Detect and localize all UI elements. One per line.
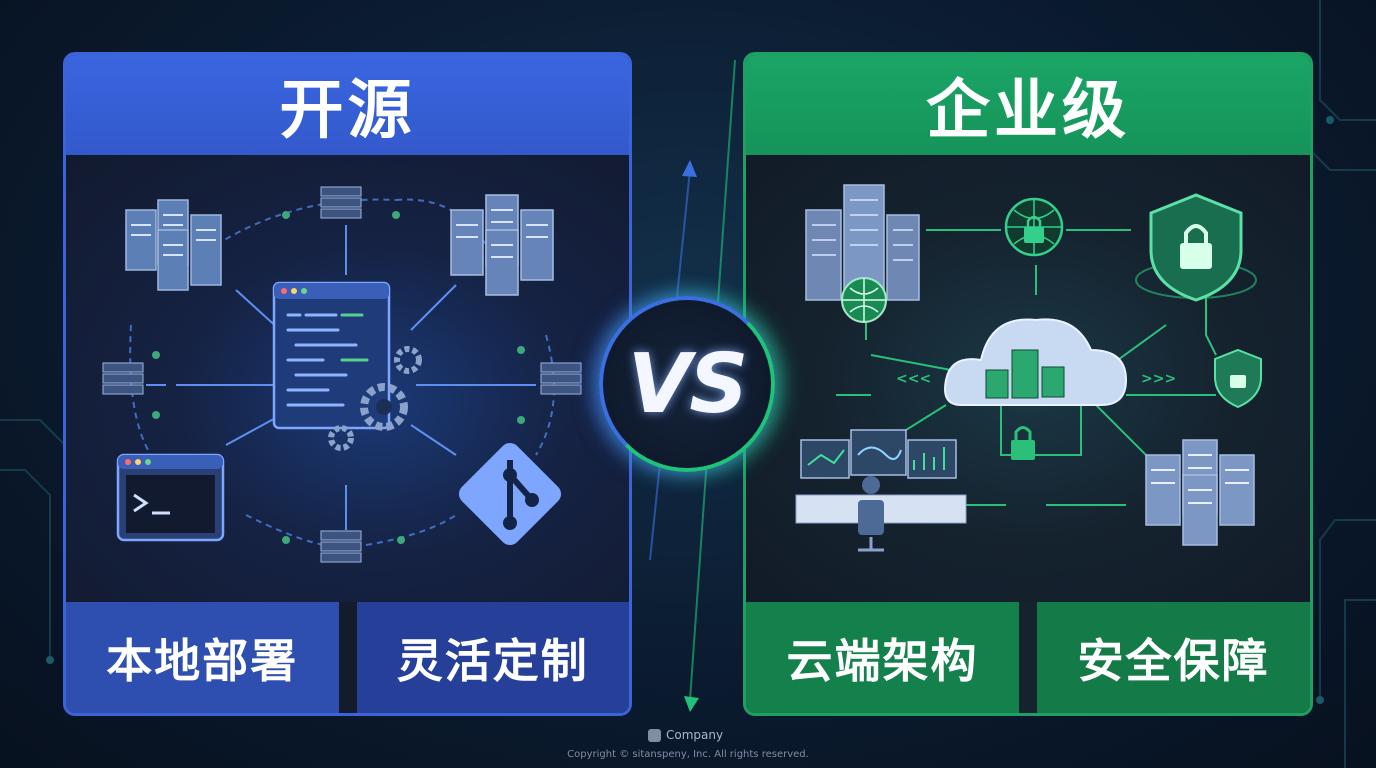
svg-text:>>>: >>>: [1141, 371, 1176, 387]
server-cluster-icon: [125, 199, 222, 291]
small-shield-icon: [1214, 348, 1262, 409]
globe-lock-icon: [1004, 197, 1064, 257]
open-source-panel: 开源: [63, 52, 632, 716]
open-source-title: 开源: [66, 55, 629, 155]
control-room-icon: [795, 429, 967, 552]
office-building-icon: [805, 184, 920, 323]
feature-flexible-custom: 灵活定制: [338, 602, 629, 713]
enterprise-title: 企业级: [746, 55, 1310, 155]
feature-local-deploy: 本地部署: [66, 602, 339, 713]
logo-text: Company: [666, 728, 724, 742]
shield-lock-icon: [1135, 193, 1257, 302]
open-source-diagram: [66, 155, 629, 602]
server-cluster-icon: [1145, 439, 1255, 546]
vs-label: VS: [627, 336, 749, 432]
copyright-text: Copyright © sitanspeny, Inc. All rights …: [567, 749, 809, 760]
gear-icon: [328, 346, 422, 451]
feature-security-assurance: 安全保障: [1019, 602, 1310, 713]
enterprise-diagram: <<< >>>: [746, 155, 1310, 602]
logo-mark-icon: [648, 728, 661, 742]
server-rack-icon: [450, 194, 554, 296]
feature-cloud-architecture: 云端架构: [746, 602, 1019, 713]
code-window-icon: [272, 281, 391, 430]
terminal-icon: [116, 453, 225, 542]
cloud-icon: [944, 318, 1128, 460]
git-icon: [458, 442, 562, 546]
enterprise-panel: 企业级: [743, 52, 1313, 716]
svg-text:<<<: <<<: [896, 371, 931, 387]
vs-badge: VS: [599, 296, 775, 472]
company-logo: Company: [648, 728, 723, 742]
